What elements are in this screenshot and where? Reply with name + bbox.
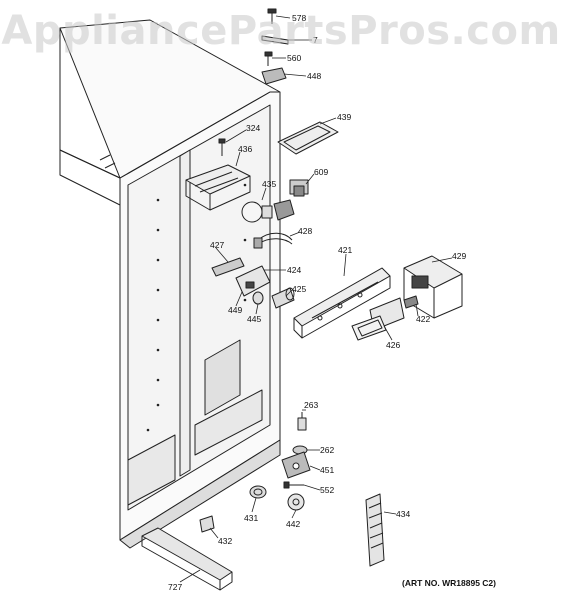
part-262[interactable] <box>292 445 308 455</box>
callout-428: 428 <box>298 226 312 236</box>
part-431[interactable] <box>249 485 267 499</box>
callout-263: 263 <box>304 400 318 410</box>
callout-445: 445 <box>247 314 261 324</box>
part-427[interactable] <box>211 257 245 277</box>
part-445[interactable] <box>252 291 264 305</box>
part-442[interactable] <box>287 493 305 511</box>
callout-431: 431 <box>244 513 258 523</box>
callout-7: 7 <box>313 35 318 45</box>
part-727[interactable] <box>141 527 233 591</box>
part-421[interactable] <box>293 267 391 339</box>
callout-448: 448 <box>307 71 321 81</box>
callout-560: 560 <box>287 53 301 63</box>
callout-451: 451 <box>320 465 334 475</box>
part-426[interactable] <box>351 297 405 341</box>
callout-429: 429 <box>452 251 466 261</box>
refrigerator-cabinet <box>59 19 281 549</box>
part-324[interactable] <box>218 138 226 156</box>
callout-424: 424 <box>287 265 301 275</box>
callout-609: 609 <box>314 167 328 177</box>
part-7[interactable] <box>261 35 289 45</box>
part-609[interactable] <box>289 179 309 197</box>
art-number: (ART NO. WR18895 C2) <box>402 578 496 588</box>
part-422[interactable] <box>403 295 419 309</box>
callout-262: 262 <box>320 445 334 455</box>
callout-427: 427 <box>210 240 224 250</box>
callout-442: 442 <box>286 519 300 529</box>
callout-labels: 578 7 560 448 439 324 436 609 435 428 42… <box>168 13 466 592</box>
part-578[interactable] <box>267 8 277 24</box>
leader-lines <box>179 15 453 583</box>
callout-439: 439 <box>337 112 351 122</box>
part-436[interactable] <box>185 164 251 211</box>
callout-434: 434 <box>396 509 410 519</box>
part-451[interactable] <box>281 451 311 479</box>
callout-552: 552 <box>320 485 334 495</box>
part-439[interactable] <box>277 121 339 155</box>
part-552[interactable] <box>283 481 304 489</box>
callout-432: 432 <box>218 536 232 546</box>
callout-436: 436 <box>238 144 252 154</box>
callout-421: 421 <box>338 245 352 255</box>
callout-422: 422 <box>416 314 430 324</box>
callout-449: 449 <box>228 305 242 315</box>
callout-435: 435 <box>262 179 276 189</box>
callout-578: 578 <box>292 13 306 23</box>
callout-727: 727 <box>168 582 182 592</box>
callout-324: 324 <box>246 123 260 133</box>
part-434[interactable] <box>365 493 385 567</box>
part-263[interactable] <box>297 412 307 431</box>
part-432[interactable] <box>199 515 215 533</box>
part-448[interactable] <box>261 67 287 85</box>
callout-425: 425 <box>292 284 306 294</box>
part-560[interactable] <box>264 51 273 66</box>
shelf-holes <box>146 183 247 432</box>
part-424[interactable] <box>235 265 271 297</box>
part-429[interactable] <box>403 255 463 319</box>
callout-426: 426 <box>386 340 400 350</box>
part-435[interactable] <box>241 199 295 223</box>
part-428[interactable] <box>253 232 293 249</box>
